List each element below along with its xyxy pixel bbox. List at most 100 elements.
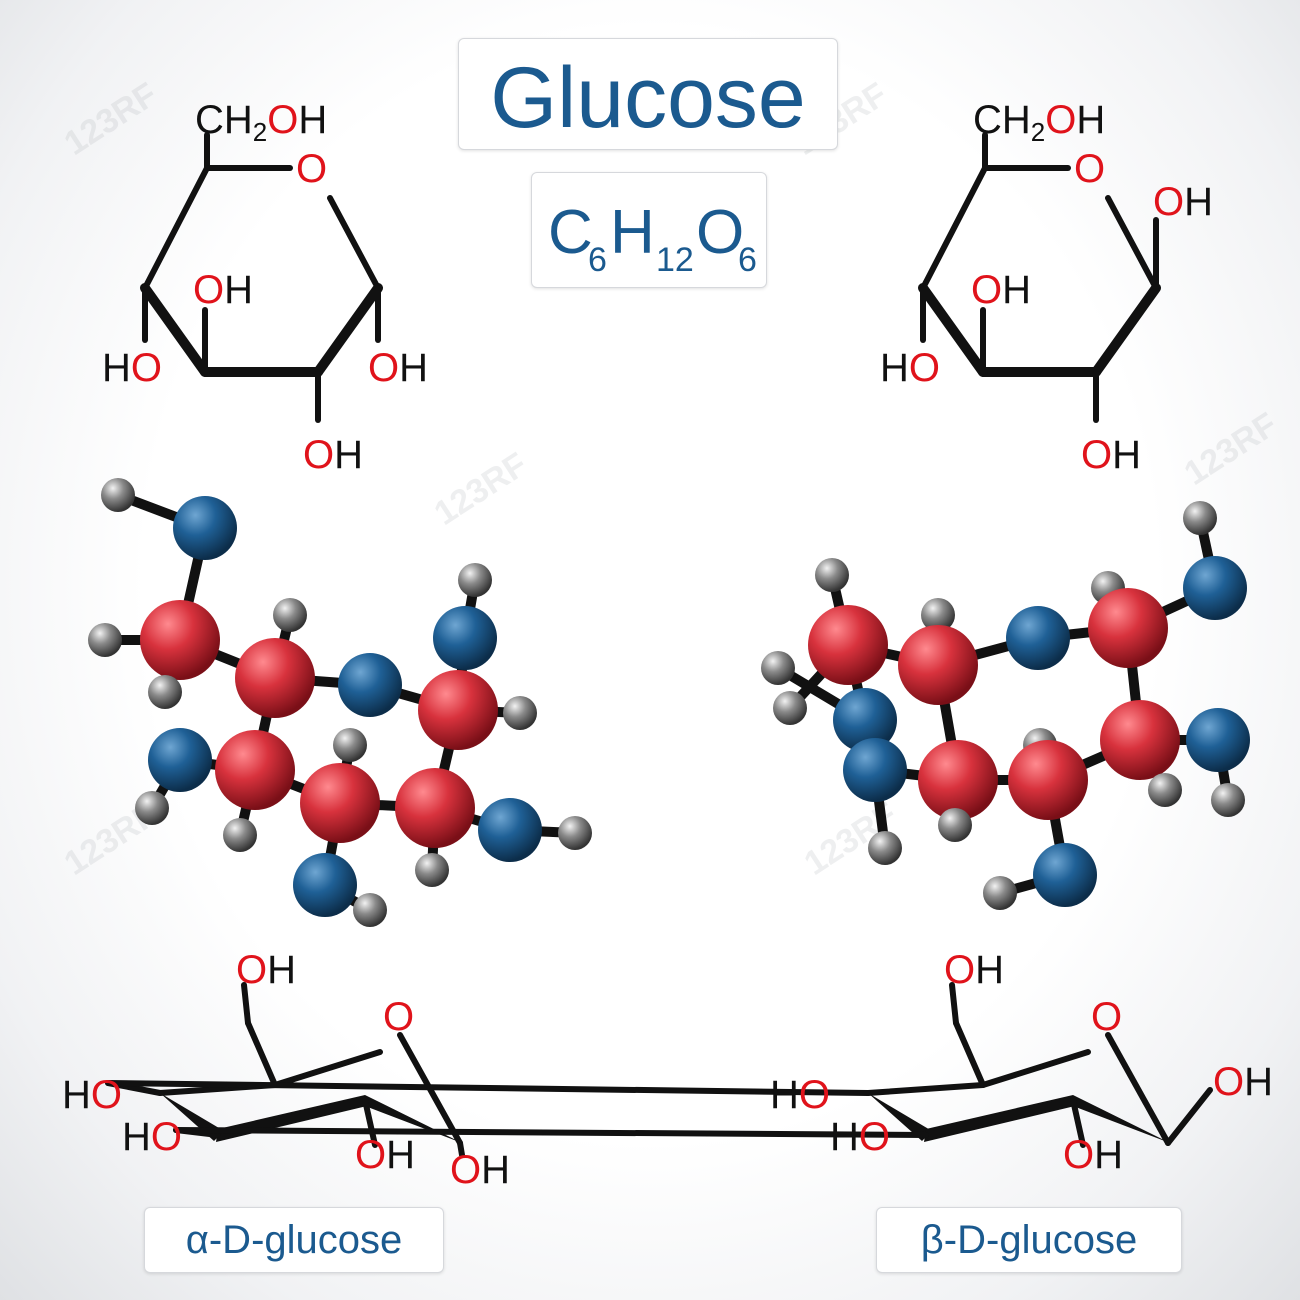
carbon-atom bbox=[808, 605, 888, 685]
hydrogen-atom bbox=[1183, 501, 1217, 535]
hydrogen-atom bbox=[938, 808, 972, 842]
title-card: Glucose bbox=[458, 38, 838, 150]
carbon-atom bbox=[1008, 740, 1088, 820]
hydrogen-atom bbox=[1148, 773, 1182, 807]
hydrogen-atom bbox=[921, 598, 955, 632]
oxygen-atom bbox=[293, 853, 357, 917]
hydrogen-atom bbox=[223, 818, 257, 852]
hydrogen-atom bbox=[415, 853, 449, 887]
formula-h-sub: 12 bbox=[656, 241, 694, 279]
hydroxyl-label: HO bbox=[880, 346, 940, 390]
bond bbox=[1105, 1032, 1171, 1146]
oxygen-atom bbox=[1186, 708, 1250, 772]
bond bbox=[241, 982, 251, 1026]
oxygen-atom bbox=[433, 606, 497, 670]
carbon-atom bbox=[215, 730, 295, 810]
carbon-atom bbox=[918, 740, 998, 820]
beta-glucose-label: β-D-glucose bbox=[920, 1218, 1138, 1262]
hydroxyl-label: HO bbox=[830, 1115, 890, 1159]
ring-oxygen-label: O bbox=[1074, 147, 1105, 191]
hydrogen-atom bbox=[558, 816, 592, 850]
carbon-atom bbox=[1088, 588, 1168, 668]
hydrogen-atom bbox=[761, 651, 795, 685]
hydroxyl-label: OH bbox=[1081, 433, 1141, 477]
hydrogen-atom bbox=[773, 691, 807, 725]
oxygen-atom bbox=[338, 653, 402, 717]
bond bbox=[1165, 1087, 1213, 1146]
hydroxyl-label: OH bbox=[193, 268, 253, 312]
bond bbox=[980, 1049, 1091, 1088]
hydroxyl-label: OH bbox=[1063, 1133, 1123, 1177]
hydrogen-atom bbox=[353, 893, 387, 927]
hydrogen-atom bbox=[101, 478, 135, 512]
hydrogen-atom bbox=[983, 876, 1017, 910]
hydroxyl-label: OH bbox=[450, 1148, 510, 1192]
bond bbox=[327, 195, 381, 291]
bond bbox=[142, 165, 210, 291]
ch2oh-label: CH2OH bbox=[195, 98, 327, 147]
carbon-atom bbox=[235, 638, 315, 718]
oxygen-atom bbox=[833, 688, 897, 752]
bold-bond bbox=[1073, 1095, 1170, 1143]
carbon-atom bbox=[418, 670, 498, 750]
bold-bond bbox=[216, 1095, 367, 1142]
carbon-atom bbox=[300, 763, 380, 843]
carbon-atom bbox=[1100, 700, 1180, 780]
bond bbox=[362, 1097, 378, 1148]
molecular-formula: C 6 H 12 O 6 bbox=[548, 198, 757, 279]
ring-oxygen-label: O bbox=[296, 147, 327, 191]
formula-h: H bbox=[610, 198, 655, 267]
hydrogen-atom bbox=[1211, 783, 1245, 817]
bold-bond bbox=[924, 1095, 1075, 1142]
bond bbox=[457, 1140, 465, 1158]
oxygen-atom bbox=[173, 496, 237, 560]
formula-c-sub: 6 bbox=[588, 241, 607, 279]
hydroxyl-label: HO bbox=[122, 1115, 182, 1159]
hydrogen-atom bbox=[333, 728, 367, 762]
hydroxyl-label: OH bbox=[1213, 1060, 1273, 1104]
hydroxyl-label: HO bbox=[62, 1073, 122, 1117]
bold-bond bbox=[313, 283, 383, 377]
bold-bond bbox=[140, 283, 210, 377]
hydroxyl-label: OH bbox=[971, 268, 1031, 312]
bond bbox=[949, 982, 959, 1026]
formula-o: O bbox=[696, 198, 744, 267]
formula-c: C bbox=[548, 198, 593, 267]
ch2oh-label: CH2OH bbox=[973, 98, 1105, 147]
ring-oxygen-label: O bbox=[1091, 995, 1122, 1039]
bond bbox=[920, 165, 988, 291]
formula-card: C 6 H 12 O 6 bbox=[531, 172, 767, 288]
oxygen-atom bbox=[478, 798, 542, 862]
hydroxyl-label: OH bbox=[944, 948, 1004, 992]
ring-oxygen-label: O bbox=[383, 995, 414, 1039]
carbon-atom bbox=[395, 768, 475, 848]
oxygen-atom bbox=[148, 728, 212, 792]
hydrogen-atom bbox=[503, 696, 537, 730]
hydrogen-atom bbox=[815, 558, 849, 592]
hydrogen-atom bbox=[135, 791, 169, 825]
carbon-atom bbox=[898, 625, 978, 705]
bond bbox=[865, 1082, 986, 1096]
hydrogen-atom bbox=[148, 675, 182, 709]
bond bbox=[173, 1127, 929, 1138]
page-title: Glucose bbox=[490, 50, 806, 146]
hydrogen-atom bbox=[273, 598, 307, 632]
oxygen-atom bbox=[1006, 606, 1070, 670]
bold-bond bbox=[1091, 283, 1161, 377]
alpha-label-card: α-D-glucose bbox=[144, 1207, 444, 1273]
formula-o-sub: 6 bbox=[738, 241, 757, 279]
hydroxyl-label: OH bbox=[355, 1133, 415, 1177]
alpha-glucose-label: α-D-glucose bbox=[185, 1218, 403, 1262]
bond bbox=[272, 1049, 383, 1088]
bond bbox=[1070, 1097, 1086, 1148]
hydroxyl-label: OH bbox=[1153, 180, 1213, 224]
hydroxyl-label: OH bbox=[303, 433, 363, 477]
hydrogen-atom bbox=[868, 831, 902, 865]
oxygen-atom bbox=[1183, 556, 1247, 620]
hydroxyl-label: OH bbox=[368, 346, 428, 390]
beta-label-card: β-D-glucose bbox=[876, 1207, 1182, 1273]
hydroxyl-label: HO bbox=[102, 346, 162, 390]
hydrogen-atom bbox=[88, 623, 122, 657]
bond bbox=[1105, 195, 1159, 291]
